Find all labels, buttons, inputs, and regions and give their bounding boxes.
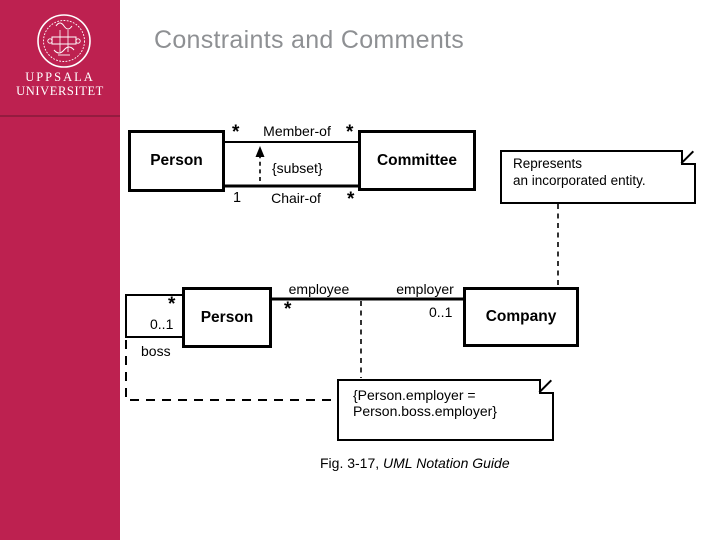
note-fold-corner-icon — [681, 150, 696, 165]
class-box-person-top: Person — [128, 130, 225, 192]
class-box-committee: Committee — [358, 130, 476, 191]
note-represents-entity: Represents an incorporated entity. — [500, 150, 696, 204]
class-box-company: Company — [463, 287, 579, 347]
note-line: Represents — [513, 156, 583, 171]
class-label-person-bottom: Person — [200, 308, 254, 326]
class-label-company: Company — [485, 308, 557, 325]
multiplicity-memberof-person: * — [232, 122, 240, 143]
note-fold-corner-icon — [539, 379, 554, 394]
multiplicity-boss-star: * — [168, 294, 176, 315]
figure-caption-prefix: Fig. 3-17, — [320, 455, 384, 471]
note-line: {Person.employer = — [353, 387, 476, 403]
role-label-employer: employer — [396, 281, 454, 297]
note-line: Person.boss.employer} — [353, 402, 497, 419]
multiplicity-employee: * — [284, 299, 292, 320]
sidebar-divider — [0, 115, 120, 117]
role-label-employee: employee — [288, 281, 350, 297]
class-label-committee: Committee — [376, 151, 458, 169]
figure-caption: Fig. 3-17, UML Notation Guide — [320, 455, 510, 471]
association-label-member-of: Member-of — [263, 123, 331, 139]
multiplicity-chairof-committee: * — [347, 189, 355, 210]
sidebar: UPPSALA UNIVERSITET — [0, 0, 120, 540]
figure-caption-source: UML Notation Guide — [383, 455, 510, 471]
note-employer-constraint: {Person.employer = Person.boss.employer} — [337, 379, 554, 441]
class-box-person-bottom: Person — [182, 287, 272, 348]
class-label-person-top: Person — [150, 152, 203, 169]
role-label-boss: boss — [141, 343, 171, 359]
multiplicity-chairof-person: 1 — [233, 190, 242, 206]
university-seal-icon — [37, 14, 91, 68]
university-name-line1: UPPSALA — [25, 70, 95, 84]
university-name-line2: UNIVERSITET — [16, 84, 104, 98]
multiplicity-boss-01: 0..1 — [150, 316, 174, 332]
multiplicity-employer: 0..1 — [429, 304, 453, 320]
note-line: an incorporated entity. — [513, 172, 646, 188]
slide-title: Constraints and Comments — [154, 26, 465, 54]
multiplicity-memberof-committee: * — [346, 122, 354, 143]
constraint-subset-label: {subset} — [272, 160, 323, 176]
association-label-chair-of: Chair-of — [271, 190, 321, 206]
